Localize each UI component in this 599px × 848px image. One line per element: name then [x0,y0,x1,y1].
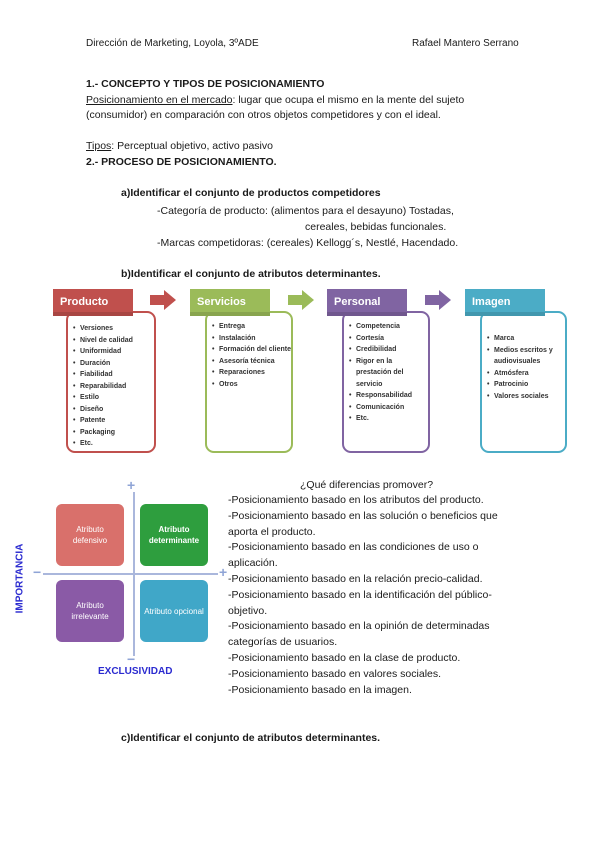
attribute-item: Comunicación [349,402,428,414]
differences-line: categorías de usuarios. [228,636,338,649]
definition-line2: (consumidor) en comparación con otros ob… [86,109,441,121]
servicios-box: EntregaInstalaciónFormación del clienteA… [205,311,293,453]
minus-icon: − [127,651,136,667]
differences-line: -Posicionamiento basado en la relación p… [228,572,483,585]
attribute-item: Duración [73,358,154,370]
quadrant-optional: Atributo opcional [140,580,208,642]
attribute-item: Etc. [349,413,428,425]
attribute-item: Otros [212,379,291,391]
attribute-item: Nivel de calidad [73,335,154,347]
attribute-item: Fiabilidad [73,369,154,381]
plus-icon: + [127,477,136,493]
tipos-term: Tipos [86,140,112,152]
x-axis-label: EXCLUSIVIDAD [98,666,173,677]
differences-line: -Posicionamiento basado en la imagen. [228,683,412,696]
imagen-list: MarcaMedios escritos y audiovisualesAtmó… [482,313,565,402]
attribute-item: Uniformidad [73,346,154,358]
definition-term: Posicionamiento en el mercado [86,94,233,106]
attribute-item: Rigor en la prestación del servicio [349,356,428,391]
header-left: Dirección de Marketing, Loyola, 3ºADE [86,38,259,49]
tipos-text: : Perceptual objetivo, activo pasivo [111,140,273,152]
subsection-a-line1: -Categoría de producto: (alimentos para … [157,205,454,217]
attribute-item: Versiones [73,323,154,335]
attribute-item: Responsabilidad [349,390,428,402]
differences-line: -Posicionamiento basado en las condicion… [228,541,479,554]
attribute-item: Cortesía [349,333,428,345]
attribute-item: Patente [73,415,154,427]
attribute-item: Formación del cliente [212,344,291,356]
attribute-item: Reparabilidad [73,381,154,393]
arrow-right-icon [425,290,451,310]
y-axis-label: IMPORTANCIA [14,543,26,614]
subsection-a-title: a)Identificar el conjunto de productos c… [121,187,381,199]
quadrant-irrelevant: Atributo irrelevante [56,580,124,642]
differences-line: aplicación. [228,557,278,570]
definition-text: : lugar que ocupa el mismo en la mente d… [232,94,465,106]
differences-line: -Posicionamiento basado en la identifica… [228,588,492,601]
imagen-box: MarcaMedios escritos y audiovisualesAtmó… [480,311,567,453]
quadrant-defensive: Atributo defensivo [56,504,124,566]
servicios-list: EntregaInstalaciónFormación del clienteA… [207,313,291,390]
imagen-header: Imagen [465,289,545,316]
header-right: Rafael Mantero Serrano [412,38,519,49]
plus-icon: + [219,564,228,580]
subsection-a-line3: -Marcas competidoras: (cereales) Kellogg… [157,237,459,249]
producto-header: Producto [53,289,133,316]
differences-line: -Posicionamiento basado en la clase de p… [228,651,461,664]
attribute-item: Valores sociales [487,391,565,403]
producto-box: VersionesNivel de calidadUniformidadDura… [66,311,156,453]
attribute-item: Atmósfera [487,368,565,380]
attribute-item: Entrega [212,321,291,333]
attribute-item: Instalación [212,333,291,345]
attribute-item: Marca [487,333,565,345]
personal-header: Personal [327,289,407,316]
personal-list: CompetenciaCortesíaCredibilidadRigor en … [344,313,428,425]
tipos-line: Tipos: Perceptual objetivo, activo pasiv… [86,139,273,154]
personal-box: CompetenciaCortesíaCredibilidadRigor en … [342,311,430,453]
differences-line: -Posicionamiento basado en los atributos… [228,494,484,506]
attribute-item: Asesoría técnica [212,356,291,368]
attribute-item: Competencia [349,321,428,333]
differences-line: objetivo. [228,604,268,617]
minus-icon: − [33,564,42,580]
attribute-item: Credibilidad [349,344,428,356]
differences-line: -Posicionamiento basado en la opinión de… [228,620,490,633]
horizontal-axis [43,573,218,575]
quadrant-determinant: Atributo determinante [140,504,208,566]
section1-title: 1.- CONCEPTO Y TIPOS DE POSICIONAMIENTO [86,78,325,90]
differences-line: -Posicionamiento basado en valores socia… [228,667,442,680]
attribute-item: Packaging [73,427,154,439]
producto-list: VersionesNivel de calidadUniformidadDura… [68,313,154,450]
differences-title: ¿Qué diferencias promover? [300,479,434,491]
definition-line1: Posicionamiento en el mercado: lugar que… [86,93,464,108]
subsection-a-line2: cereales, bebidas funcionales. [305,221,447,233]
differences-line: aporta el producto. [228,525,316,538]
servicios-header: Servicios [190,289,270,316]
attribute-item: Reparaciones [212,367,291,379]
attribute-item: Patrocinio [487,379,565,391]
differences-list: -Posicionamiento basado en los atributos… [228,493,498,698]
arrow-right-icon [150,290,176,310]
arrow-right-icon [288,290,314,310]
attribute-item: Medios escritos y audiovisuales [487,345,565,368]
subsection-c-title: c)Identificar el conjunto de atributos d… [121,732,381,744]
differences-line: -Posicionamiento basado en las solución … [228,509,498,522]
attribute-item: Etc. [73,438,154,450]
attribute-item: Diseño [73,404,154,416]
subsection-b-title: b)Identificar el conjunto de atributos d… [121,268,381,280]
attribute-item: Estilo [73,392,154,404]
section2-title: 2.- PROCESO DE POSICIONAMIENTO. [86,156,277,168]
